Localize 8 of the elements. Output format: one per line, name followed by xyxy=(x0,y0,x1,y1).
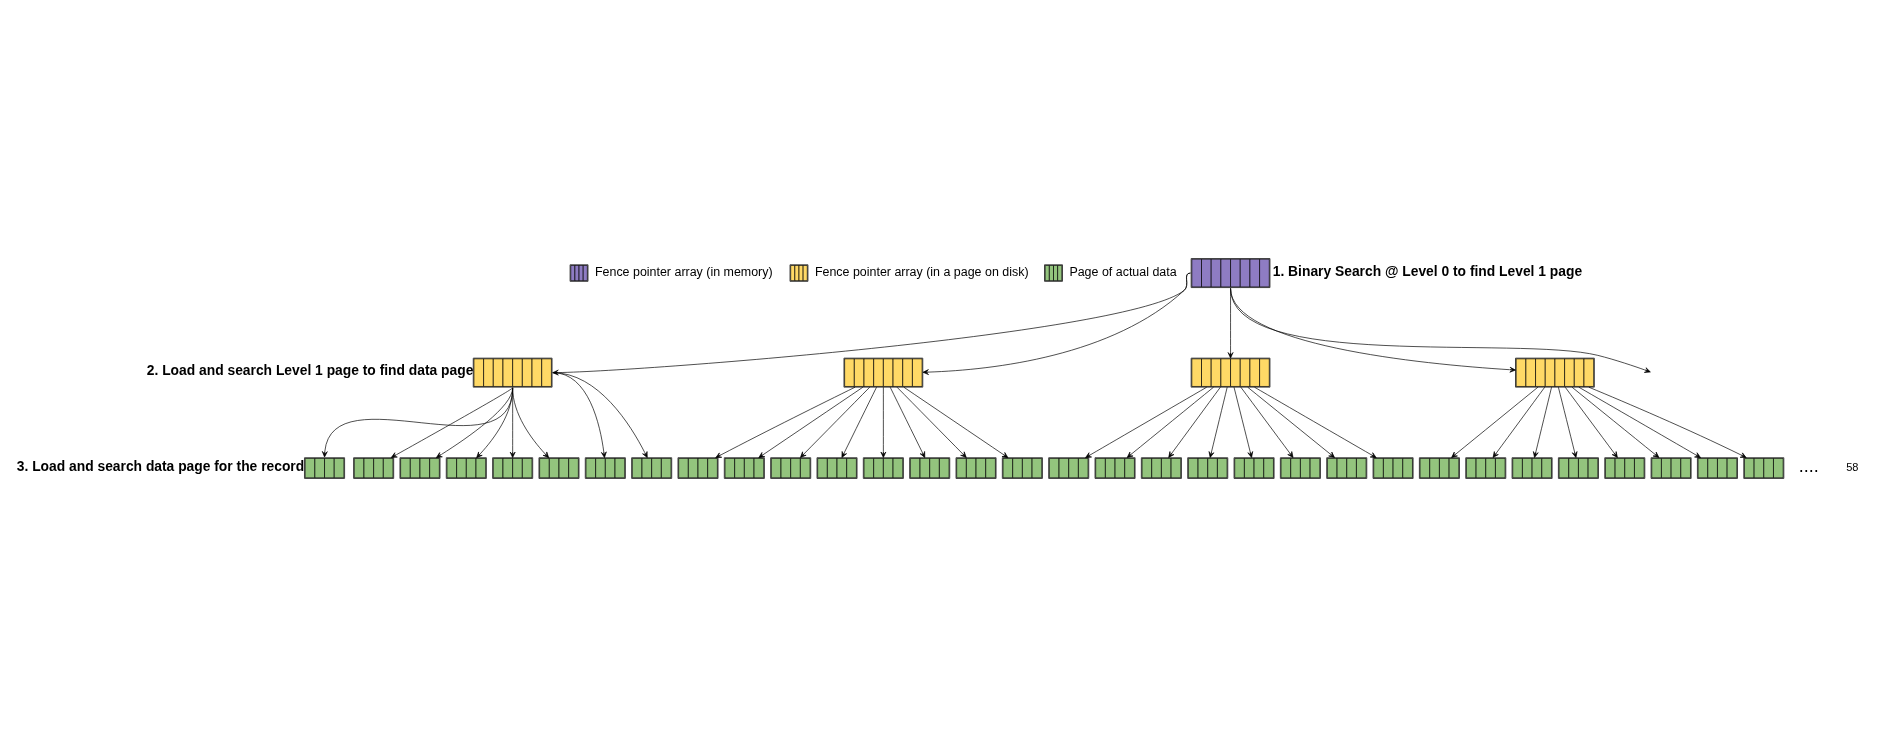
node-label: 3. Load and search data page for the record xyxy=(16,457,305,474)
node-label: 2. Load and search Level 1 page to find data page xyxy=(146,361,474,378)
legend-label: Page of actual data xyxy=(1069,264,1177,279)
legend-label: Fence pointer array (in memory) xyxy=(594,264,773,279)
label: 58 xyxy=(1846,460,1859,473)
node-label: 1. Binary Search @ Level 0 to find Level 1 page xyxy=(1272,262,1583,279)
label: .... xyxy=(1798,455,1819,476)
legend-label: Fence pointer array (in a page on disk) xyxy=(814,264,1029,279)
